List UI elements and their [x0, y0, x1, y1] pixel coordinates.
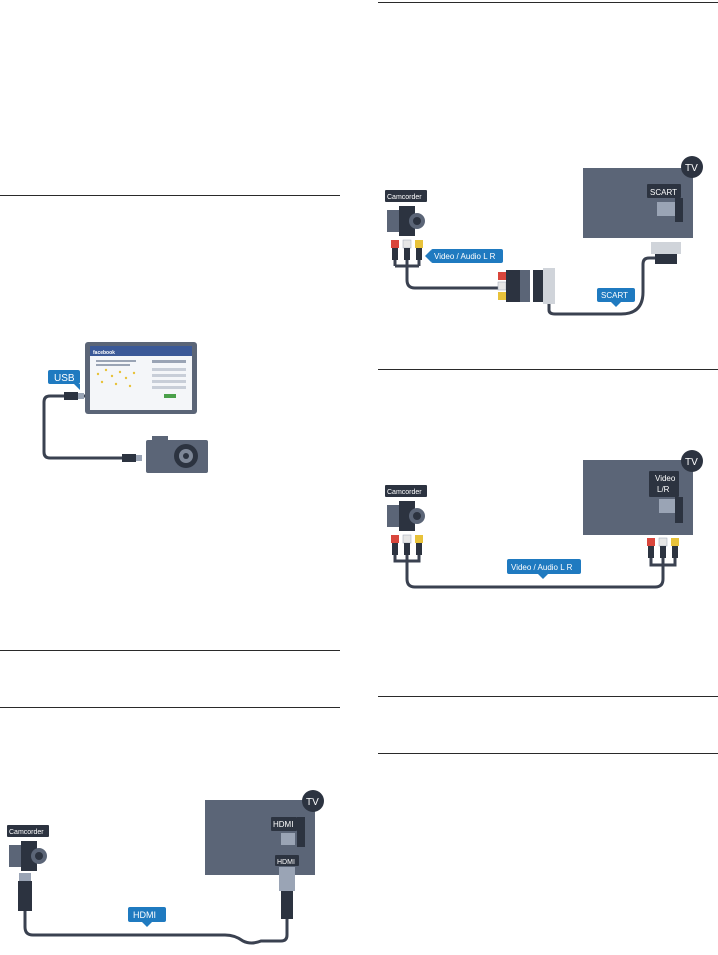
- camcorder-badge: Camcorder: [7, 825, 49, 837]
- video-audio-label-text: Video / Audio L R: [511, 563, 573, 572]
- divider-left-low: [0, 707, 340, 708]
- hdmi-camcorder-diagram: TV HDMI HDMI Camcorder: [5, 790, 330, 945]
- camcorder-icon: [387, 206, 425, 236]
- camcorder-label-text: Camcorder: [387, 194, 422, 201]
- av-camcorder-diagram: TV Video L/R Camcorder: [383, 450, 708, 605]
- tv-icon: TV Video L/R: [583, 450, 703, 535]
- divider-right-top: [378, 2, 718, 3]
- tv-icon: TV SCART: [583, 156, 703, 238]
- hdmi-plug-label: HDMI: [277, 859, 295, 866]
- camcorder-label-text: Camcorder: [387, 489, 422, 496]
- usb-label-text: USB: [54, 373, 75, 384]
- laptop-screen-icon: facebook: [85, 342, 197, 414]
- usb-camera-diagram: facebook USB: [40, 340, 220, 475]
- video-audio-cable-label: Video / Audio L R: [425, 249, 503, 263]
- rca-plugs-icon: [391, 239, 423, 260]
- tv-label-text: TV: [685, 163, 698, 174]
- tv-label-text: TV: [685, 457, 698, 468]
- scart-port-label: SCART: [650, 188, 677, 197]
- camcorder-icon: [387, 501, 425, 531]
- camcorder-badge: Camcorder: [385, 190, 427, 202]
- divider-right-bottom: [378, 753, 718, 754]
- usb-cable-label: USB: [48, 370, 80, 390]
- camcorder-badge: Camcorder: [385, 485, 427, 497]
- rca-adapter-icon: [497, 268, 555, 304]
- screen-brand-text: facebook: [93, 350, 115, 356]
- scart-label-text: SCART: [601, 291, 628, 300]
- camcorder-icon: [9, 841, 47, 871]
- tv-icon: TV HDMI: [205, 790, 324, 875]
- hdmi-cable-label: HDMI: [128, 907, 166, 927]
- hdmi-port-label: HDMI: [273, 820, 293, 829]
- av-port-label-line2: L/R: [657, 485, 670, 494]
- divider-right-low: [378, 696, 718, 697]
- scart-camcorder-diagram: TV SCART Camcorder: [383, 156, 708, 318]
- rca-plugs-tv-icon: [647, 537, 679, 558]
- video-audio-label-text: Video / Audio L R: [434, 252, 496, 261]
- av-port-label-line1: Video: [655, 474, 676, 483]
- hdmi-cable-label-text: HDMI: [133, 910, 156, 920]
- tv-label-text: TV: [306, 797, 319, 808]
- camcorder-label-text: Camcorder: [9, 829, 44, 836]
- video-audio-cable-label: Video / Audio L R: [507, 559, 581, 579]
- divider-left-mid: [0, 650, 340, 651]
- camera-icon: [146, 436, 208, 473]
- scart-cable-label: SCART: [597, 288, 635, 307]
- divider-right-mid: [378, 369, 718, 370]
- divider-left-top: [0, 195, 340, 196]
- rca-plugs-camcorder-icon: [391, 534, 423, 555]
